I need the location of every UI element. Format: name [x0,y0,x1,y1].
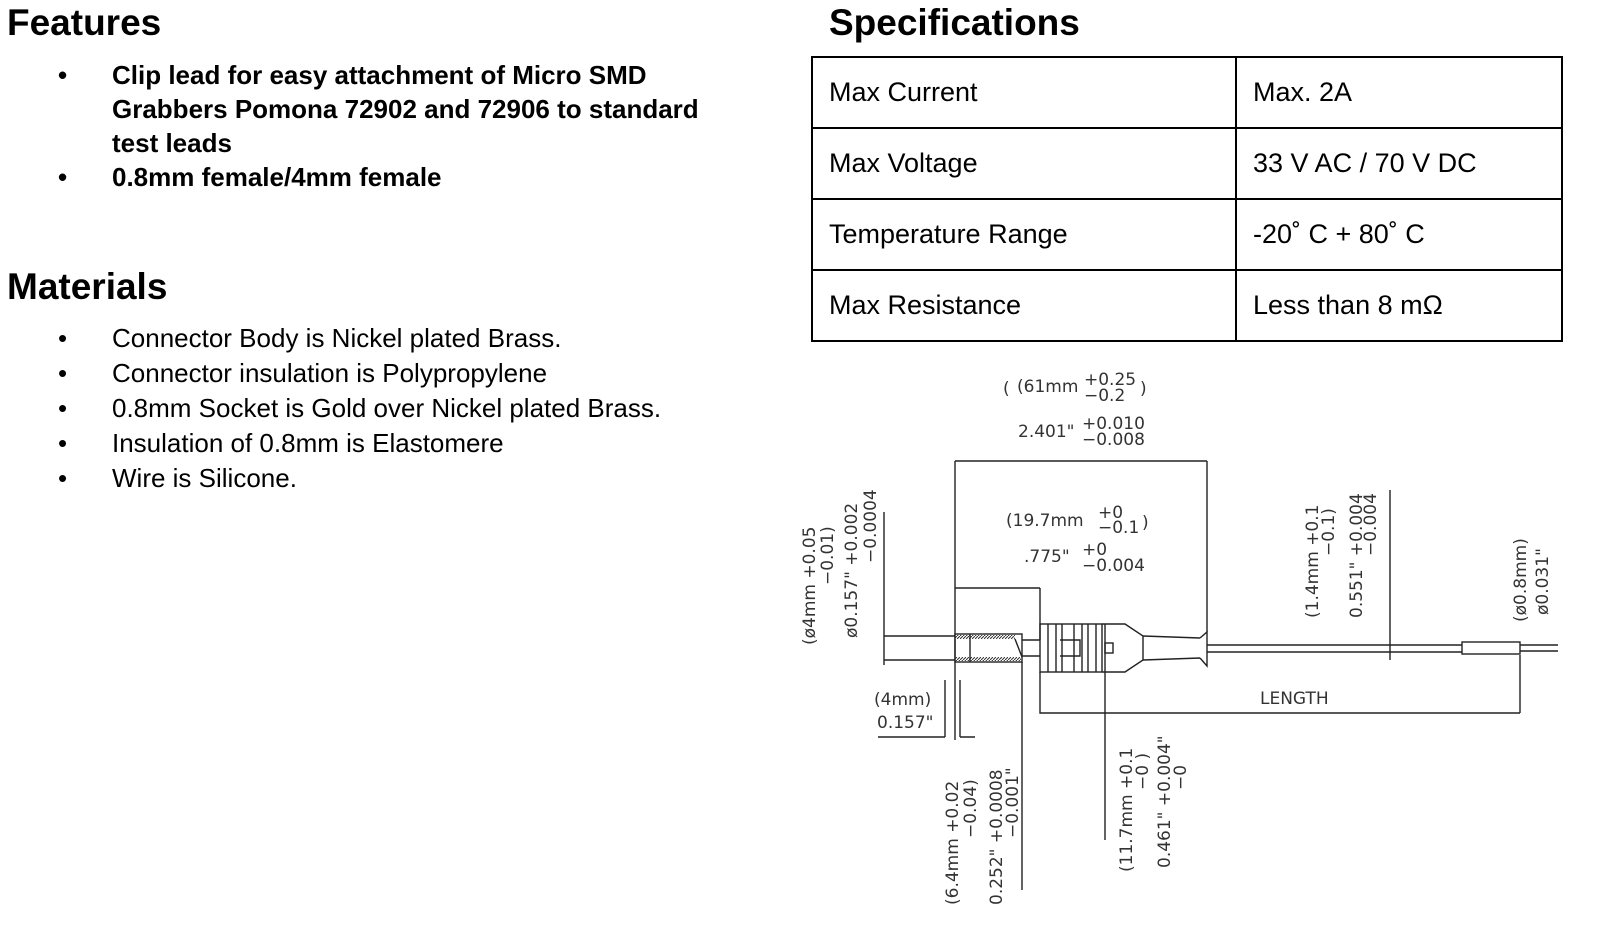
dim-pin-dia-in: ø0.031" [1533,548,1553,615]
dim-insul-dia-mm: (6.4mm +0.02 [943,781,963,905]
dim-tol: +0 [1082,540,1107,560]
dim-wire-dia-mm: (1.4mm +0.1 [1303,505,1323,618]
features-heading: Features [7,2,162,43]
dim-socket-len-in: 0.157" [877,713,934,733]
dim-body-in: .775" [1024,547,1070,567]
dim-tol: −0.04) [961,779,981,838]
list-item: Insulation of 0.8mm is Elastomere [0,426,780,461]
dim-body-dia-in: 0.461" +0.004" [1155,735,1175,868]
dim-tol: −0.2 [1084,386,1125,406]
dim-tol: −0.004 [1082,556,1145,576]
dimension-labels: ( (61mm +0.25 −0.2 ) 2.401" +0.010 −0.00… [800,370,1553,905]
dim-overall-in: 2.401" [1018,422,1075,442]
dim-length-label: LENGTH [1260,689,1329,709]
dim-tol: −0.01) [818,526,838,585]
materials-list: Connector Body is Nickel plated Brass. C… [0,321,780,496]
dim-tol: −0.1) [1319,508,1339,556]
dim-tol: −0 [1171,765,1191,790]
dim-tol: −0.008 [1082,430,1145,450]
dim-body-dia-mm: (11.7mm +0.1 [1117,748,1137,872]
spec-label: Max Current [811,56,1237,129]
dim-pin-dia-mm: (ø0.8mm) [1511,538,1531,622]
dim-insul-dia-in: 0.252" +0.0008 [987,769,1007,905]
dim-overall-paren: ( [1003,379,1010,399]
dim-tol: +0.010 [1082,414,1145,434]
specifications-heading: Specifications [829,2,1080,43]
list-item: Clip lead for easy attachment of Micro S… [0,58,722,160]
dim-tol: +0.25 [1084,370,1136,390]
dim-body-mm: (19.7mm [1006,511,1084,531]
connector-outline [884,623,1558,673]
features-list: Clip lead for easy attachment of Micro S… [0,58,780,194]
dim-tol: −0 ) [1133,753,1153,790]
spec-label: Max Resistance [811,269,1237,342]
dim-tol: −0.001" [1003,767,1023,838]
table-row: Temperature Range-20˚ C + 80˚ C [811,198,1563,271]
list-item: Connector insulation is Polypropylene [0,356,780,391]
spec-value: -20˚ C + 80˚ C [1235,198,1563,271]
list-item: Connector Body is Nickel plated Brass. [0,321,780,356]
dim-tol: −0.0004 [861,489,881,563]
list-item: 0.8mm female/4mm female [0,160,780,194]
spec-label: Max Voltage [811,127,1237,200]
dim-tol: −0.1 [1098,518,1139,538]
dimension-lines [878,460,1521,890]
dim-tol: +0 [1098,503,1123,523]
spec-value: Max. 2A [1235,56,1563,129]
spec-label: Temperature Range [811,198,1237,271]
dim-tol: −0.004 [1361,493,1381,556]
dim-socket-dia-mm: (ø4mm +0.05 [800,527,820,645]
list-item: Wire is Silicone. [0,461,780,496]
materials-heading: Materials [7,266,168,307]
dim-paren: ) [1140,379,1147,399]
dim-overall-mm: (61mm [1017,377,1078,397]
list-item: 0.8mm Socket is Gold over Nickel plated … [0,391,780,426]
dim-wire-dia-in: 0.551" +0.004 [1347,493,1367,618]
dim-socket-dia-in: ø0.157" +0.002 [842,503,862,638]
spec-value: 33 V AC / 70 V DC [1235,127,1563,200]
dim-paren: ) [1142,513,1149,533]
dim-socket-len-mm: (4mm) [874,690,931,710]
spec-value: Less than 8 mΩ [1235,269,1563,342]
